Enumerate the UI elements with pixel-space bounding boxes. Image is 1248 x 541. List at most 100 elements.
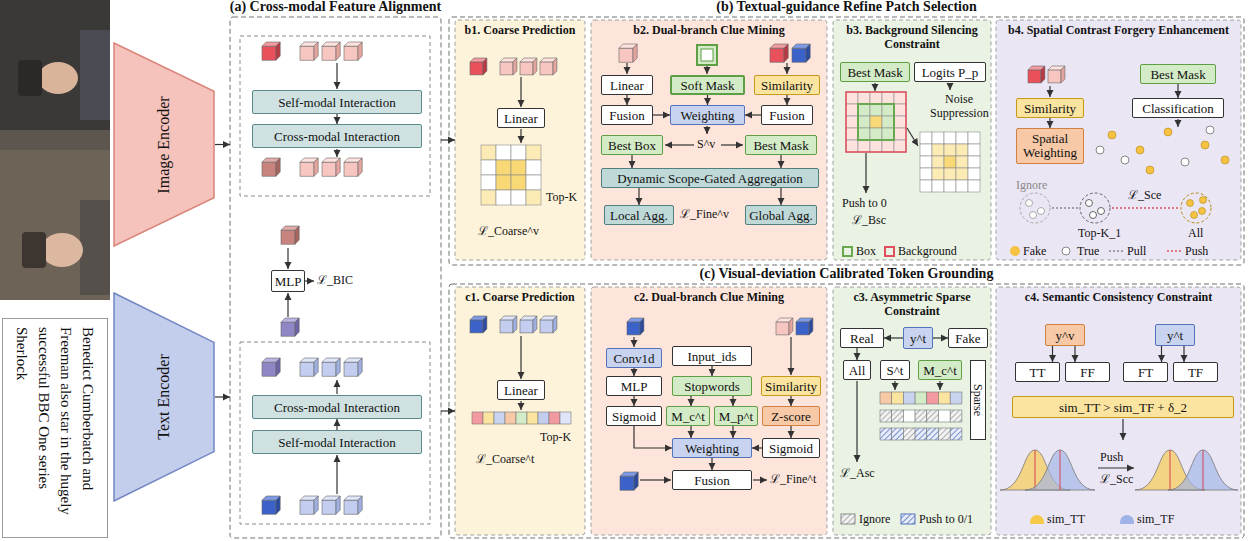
arrow-line (305, 280, 314, 281)
mask-box: Best Box (601, 135, 663, 155)
patch-cell (920, 156, 932, 168)
feature-cube (470, 62, 483, 75)
connector (634, 426, 672, 448)
panel-outline (230, 17, 441, 538)
arrow-line (520, 129, 521, 143)
connector (933, 337, 948, 338)
encoder-trapezoid (114, 293, 214, 501)
box-label: FF (1080, 365, 1094, 380)
connector (1052, 346, 1053, 362)
legend-sample (840, 513, 856, 525)
panel-outline (449, 284, 1244, 538)
legend-swatch (1010, 246, 1020, 256)
box-label: FT (1138, 365, 1153, 380)
annotation-label: ℒ_Coarse^t (476, 452, 534, 466)
fake-sample (1199, 208, 1206, 215)
inner-dashed-box (240, 342, 430, 524)
annotation-label: ℒ_Bsc (852, 213, 886, 227)
score-cell (927, 392, 939, 404)
patch-cell (526, 190, 541, 205)
topk-cluster (1080, 193, 1110, 223)
score-cell (950, 392, 962, 404)
feature-cube-side (314, 42, 318, 60)
pull-line (1052, 207, 1078, 209)
connector (633, 368, 634, 376)
true-sample (1086, 200, 1093, 207)
patch-cell (932, 132, 944, 144)
box-label: Logits P_p (922, 65, 979, 80)
legend-swatch (1120, 515, 1134, 524)
box-label: MLP (275, 274, 302, 289)
arrow-line (287, 248, 288, 269)
box-label: Linear (504, 111, 538, 126)
connector (336, 114, 337, 124)
true-sample (1206, 126, 1214, 134)
panel-outline (591, 287, 827, 535)
patch-cell (968, 144, 980, 156)
patch-cell (858, 128, 870, 140)
mask-box: Best Mask (745, 135, 817, 155)
legend-text: sim_TF (1137, 512, 1174, 526)
feature-cube-side (358, 496, 362, 514)
patch-cell (956, 180, 968, 192)
box-label: Linear (610, 78, 644, 93)
feature-cube-side (276, 158, 280, 176)
feature-cube (620, 476, 634, 490)
box-label: Dynamic Scope-Gated Aggregation (617, 171, 803, 186)
panel-outline (833, 20, 991, 260)
feature-cube (322, 162, 336, 176)
feature-cube (262, 362, 276, 376)
annotation-label: All (1188, 226, 1203, 240)
image-encoder: Image Encoder (113, 42, 215, 247)
label-box: Fake (948, 328, 988, 348)
legend-item: sim_TF (1120, 512, 1174, 526)
annotation-label: ℒ_Sce (1128, 188, 1161, 202)
box-label: Conv1d (613, 351, 654, 366)
box-label: Sigmoid (612, 409, 656, 424)
box-label: Self-modal Interaction (278, 435, 395, 450)
panel-outline (455, 20, 585, 260)
arrow-line (1098, 467, 1134, 468)
feature-cube-side (483, 58, 487, 75)
feature-cube-side (276, 42, 280, 60)
connector (441, 139, 455, 140)
feature-cube (281, 230, 295, 244)
fake-sample (1136, 146, 1144, 154)
arrow-line (1122, 419, 1123, 440)
feature-cube (322, 500, 336, 514)
feature-cube (619, 48, 633, 62)
box-label: Weighting (681, 108, 735, 123)
box-label: Best Mask (847, 65, 902, 80)
annotation-label: ℒ_Coarse^v (478, 224, 539, 238)
patch-cell (944, 168, 956, 180)
legend-item: Pull (1108, 244, 1146, 258)
box-label: Z-score (771, 409, 811, 424)
patch-cell (920, 132, 932, 144)
patch-cell (956, 156, 968, 168)
feature-cube (776, 322, 789, 335)
box-label: TT (1030, 365, 1046, 380)
mlp-box: MLP (271, 270, 306, 292)
arrow-line (1049, 86, 1050, 97)
feature-cube (627, 322, 640, 335)
connector (745, 114, 761, 115)
sample-hatch (841, 514, 855, 524)
true-sample (1090, 212, 1097, 219)
push-cell (939, 428, 951, 440)
true-sample (1121, 156, 1129, 164)
arrow-line (706, 66, 707, 74)
patch-cell (882, 104, 894, 116)
true-sample (1181, 158, 1189, 166)
push-cell (950, 428, 962, 440)
patch-cell (882, 116, 894, 128)
annotation-label: Top-K (540, 430, 571, 444)
patch-cell (894, 92, 906, 104)
legend-text: Pull (1127, 244, 1146, 258)
feature-cube-side (295, 226, 299, 244)
similarity-box: Similarity (761, 376, 821, 396)
box-label: Fusion (609, 108, 644, 123)
feature-cube (262, 46, 276, 60)
panel-outline (591, 20, 827, 260)
legend-sample (900, 513, 916, 525)
connector (786, 95, 787, 105)
